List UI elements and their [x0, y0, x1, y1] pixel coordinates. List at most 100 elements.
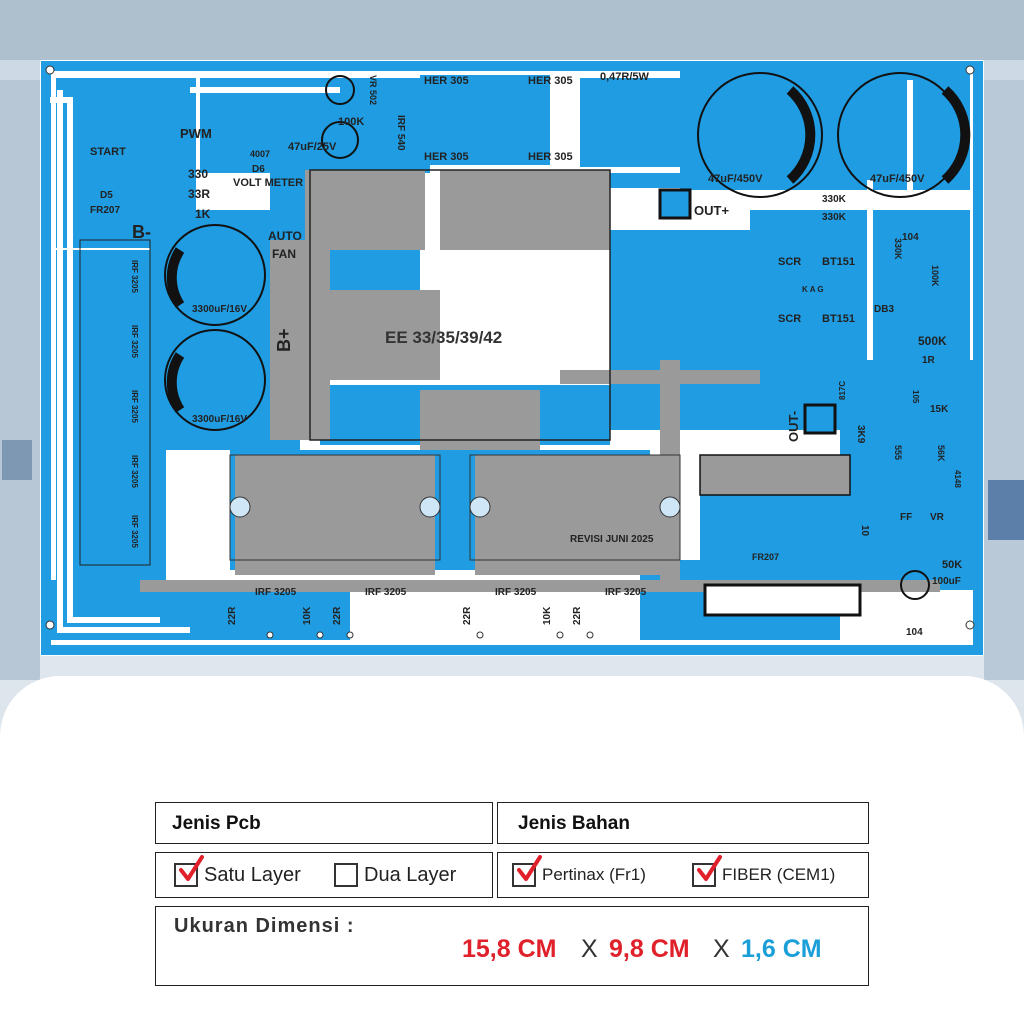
label-irf3205-b3: IRF 3205	[495, 587, 537, 598]
label-irf3205-b4: IRF 3205	[605, 587, 647, 598]
label-bt151-1: BT151	[822, 256, 855, 268]
label-ff: FF	[900, 512, 912, 523]
label-r1k: 1K	[195, 207, 211, 221]
option-dua-layer[interactable]: Dua Layer	[334, 853, 456, 897]
label-4148: 4148	[953, 470, 962, 488]
label-555: 555	[893, 445, 903, 460]
label-out-plus: OUT+	[694, 203, 729, 218]
label-r330: 330	[188, 167, 208, 181]
label-out-minus: OUT-	[786, 411, 801, 442]
jenis-pcb-heading: Jenis Pcb	[172, 813, 261, 834]
label-105: 105	[911, 390, 920, 404]
label-d4007: 4007	[250, 149, 270, 159]
label-cap-47-25: 47uF/25V	[288, 141, 337, 153]
label-d6: D6	[252, 164, 265, 175]
label-22r-1: 22R	[227, 606, 238, 625]
option-fiber[interactable]: FIBER (CEM1)	[692, 853, 835, 897]
out-plus-pad	[658, 188, 692, 220]
dim-x2: X	[713, 935, 730, 963]
fiber-checkbox[interactable]	[692, 855, 722, 887]
pertinax-checkbox[interactable]	[512, 855, 542, 887]
label-b-plus: B+	[274, 328, 294, 352]
label-irf3205-side4: IRF 3205	[130, 455, 139, 488]
label-104-top: 104	[902, 232, 919, 243]
transformer-outline	[309, 169, 611, 441]
check-icon	[179, 855, 204, 881]
label-100uf: 100uF	[932, 576, 961, 587]
label-transformer: EE 33/35/39/42	[385, 328, 502, 347]
label-irf3205-side1: IRF 3205	[130, 260, 139, 293]
label-her305-br: HER 305	[528, 151, 573, 163]
label-b-minus: B-	[132, 222, 151, 242]
dim-length: 15,8 CM	[462, 935, 557, 963]
label-15k: 15K	[930, 404, 949, 415]
label-db3: DB3	[874, 304, 894, 315]
label-irf3205-side5: IRF 3205	[130, 515, 139, 548]
label-irf3205-b1: IRF 3205	[255, 587, 297, 598]
label-her305-tl: HER 305	[424, 75, 469, 87]
check-icon	[697, 855, 722, 881]
label-330k-2: 330K	[822, 212, 847, 223]
dua-layer-label: Dua Layer	[364, 863, 457, 886]
label-50k: 50K	[942, 559, 962, 571]
jenis-pcb-options: Satu Layer Dua Layer	[155, 852, 493, 898]
option-pertinax[interactable]: Pertinax (Fr1)	[512, 853, 646, 897]
label-bt151-2: BT151	[822, 313, 855, 325]
connector-block	[703, 583, 862, 617]
satu-layer-label: Satu Layer	[204, 863, 301, 886]
label-500k: 500K	[918, 334, 947, 348]
label-22r-2: 22R	[332, 606, 343, 625]
jenis-bahan-header: Jenis Bahan	[497, 802, 869, 844]
label-auto: AUTO	[268, 229, 302, 243]
label-1r: 1R	[922, 355, 936, 366]
satu-layer-checkbox[interactable]	[174, 855, 204, 887]
ukuran-heading: Ukuran Dimensi :	[174, 915, 355, 937]
label-scr-1: SCR	[778, 256, 801, 268]
pad-group	[45, 65, 975, 639]
label-10: 10	[859, 525, 870, 537]
label-10k-1: 10K	[302, 606, 313, 625]
label-cap450-right: 47uF/450V	[870, 173, 925, 185]
label-revisi: REVISI JUNI 2025	[570, 534, 654, 545]
option-satu-layer[interactable]: Satu Layer	[174, 853, 301, 897]
check-icon	[517, 855, 542, 881]
label-56k: 56K	[936, 445, 946, 462]
label-irf3205-side3: IRF 3205	[130, 390, 139, 423]
label-r047: 0,47R/5W	[600, 71, 650, 83]
dua-layer-checkbox[interactable]	[334, 863, 358, 887]
label-scr-2: SCR	[778, 313, 801, 325]
jenis-pcb-header: Jenis Pcb	[155, 802, 493, 844]
label-her305-tr: HER 305	[528, 75, 573, 87]
label-r33: 33R	[188, 187, 210, 201]
pcb-layout: PWM START VR 502 100K 47uF/25V IRF 540 H…	[40, 60, 984, 656]
jenis-bahan-options: Pertinax (Fr1) FIBER (CEM1)	[497, 852, 869, 898]
label-fan: FAN	[272, 247, 296, 261]
label-22r-4: 22R	[572, 606, 583, 625]
pertinax-label: Pertinax (Fr1)	[542, 865, 646, 884]
label-817c: 817C	[838, 381, 847, 400]
label-cap450-left: 47uF/450V	[708, 173, 763, 185]
label-voltmeter: VOLT METER	[233, 177, 303, 189]
label-her305-bl: HER 305	[424, 151, 469, 163]
label-cap3300-a: 3300uF/16V	[192, 304, 247, 315]
label-fr207-bottom: FR207	[752, 552, 779, 562]
label-vr: VR	[930, 512, 945, 523]
dim-x1: X	[581, 935, 598, 963]
label-fr207-left: FR207	[90, 205, 120, 216]
label-cap3300-b: 3300uF/16V	[192, 414, 247, 425]
silkscreen-areas	[140, 170, 940, 592]
label-330k-vertical: 330K	[893, 238, 903, 260]
label-pwm: PWM	[180, 126, 212, 141]
label-10k-2: 10K	[542, 606, 553, 625]
label-22r-3: 22R	[462, 606, 473, 625]
label-irf540: IRF 540	[395, 115, 406, 151]
out-minus-pad	[803, 403, 837, 435]
jenis-bahan-heading: Jenis Bahan	[518, 813, 630, 834]
dim-thickness: 1,6 CM	[741, 935, 822, 963]
label-104-bottom: 104	[906, 627, 923, 638]
label-irf3205-side2: IRF 3205	[130, 325, 139, 358]
dim-width: 9,8 CM	[609, 935, 690, 963]
label-d5: D5	[100, 190, 113, 201]
label-3k9: 3K9	[855, 425, 866, 444]
label-irf3205-b2: IRF 3205	[365, 587, 407, 598]
